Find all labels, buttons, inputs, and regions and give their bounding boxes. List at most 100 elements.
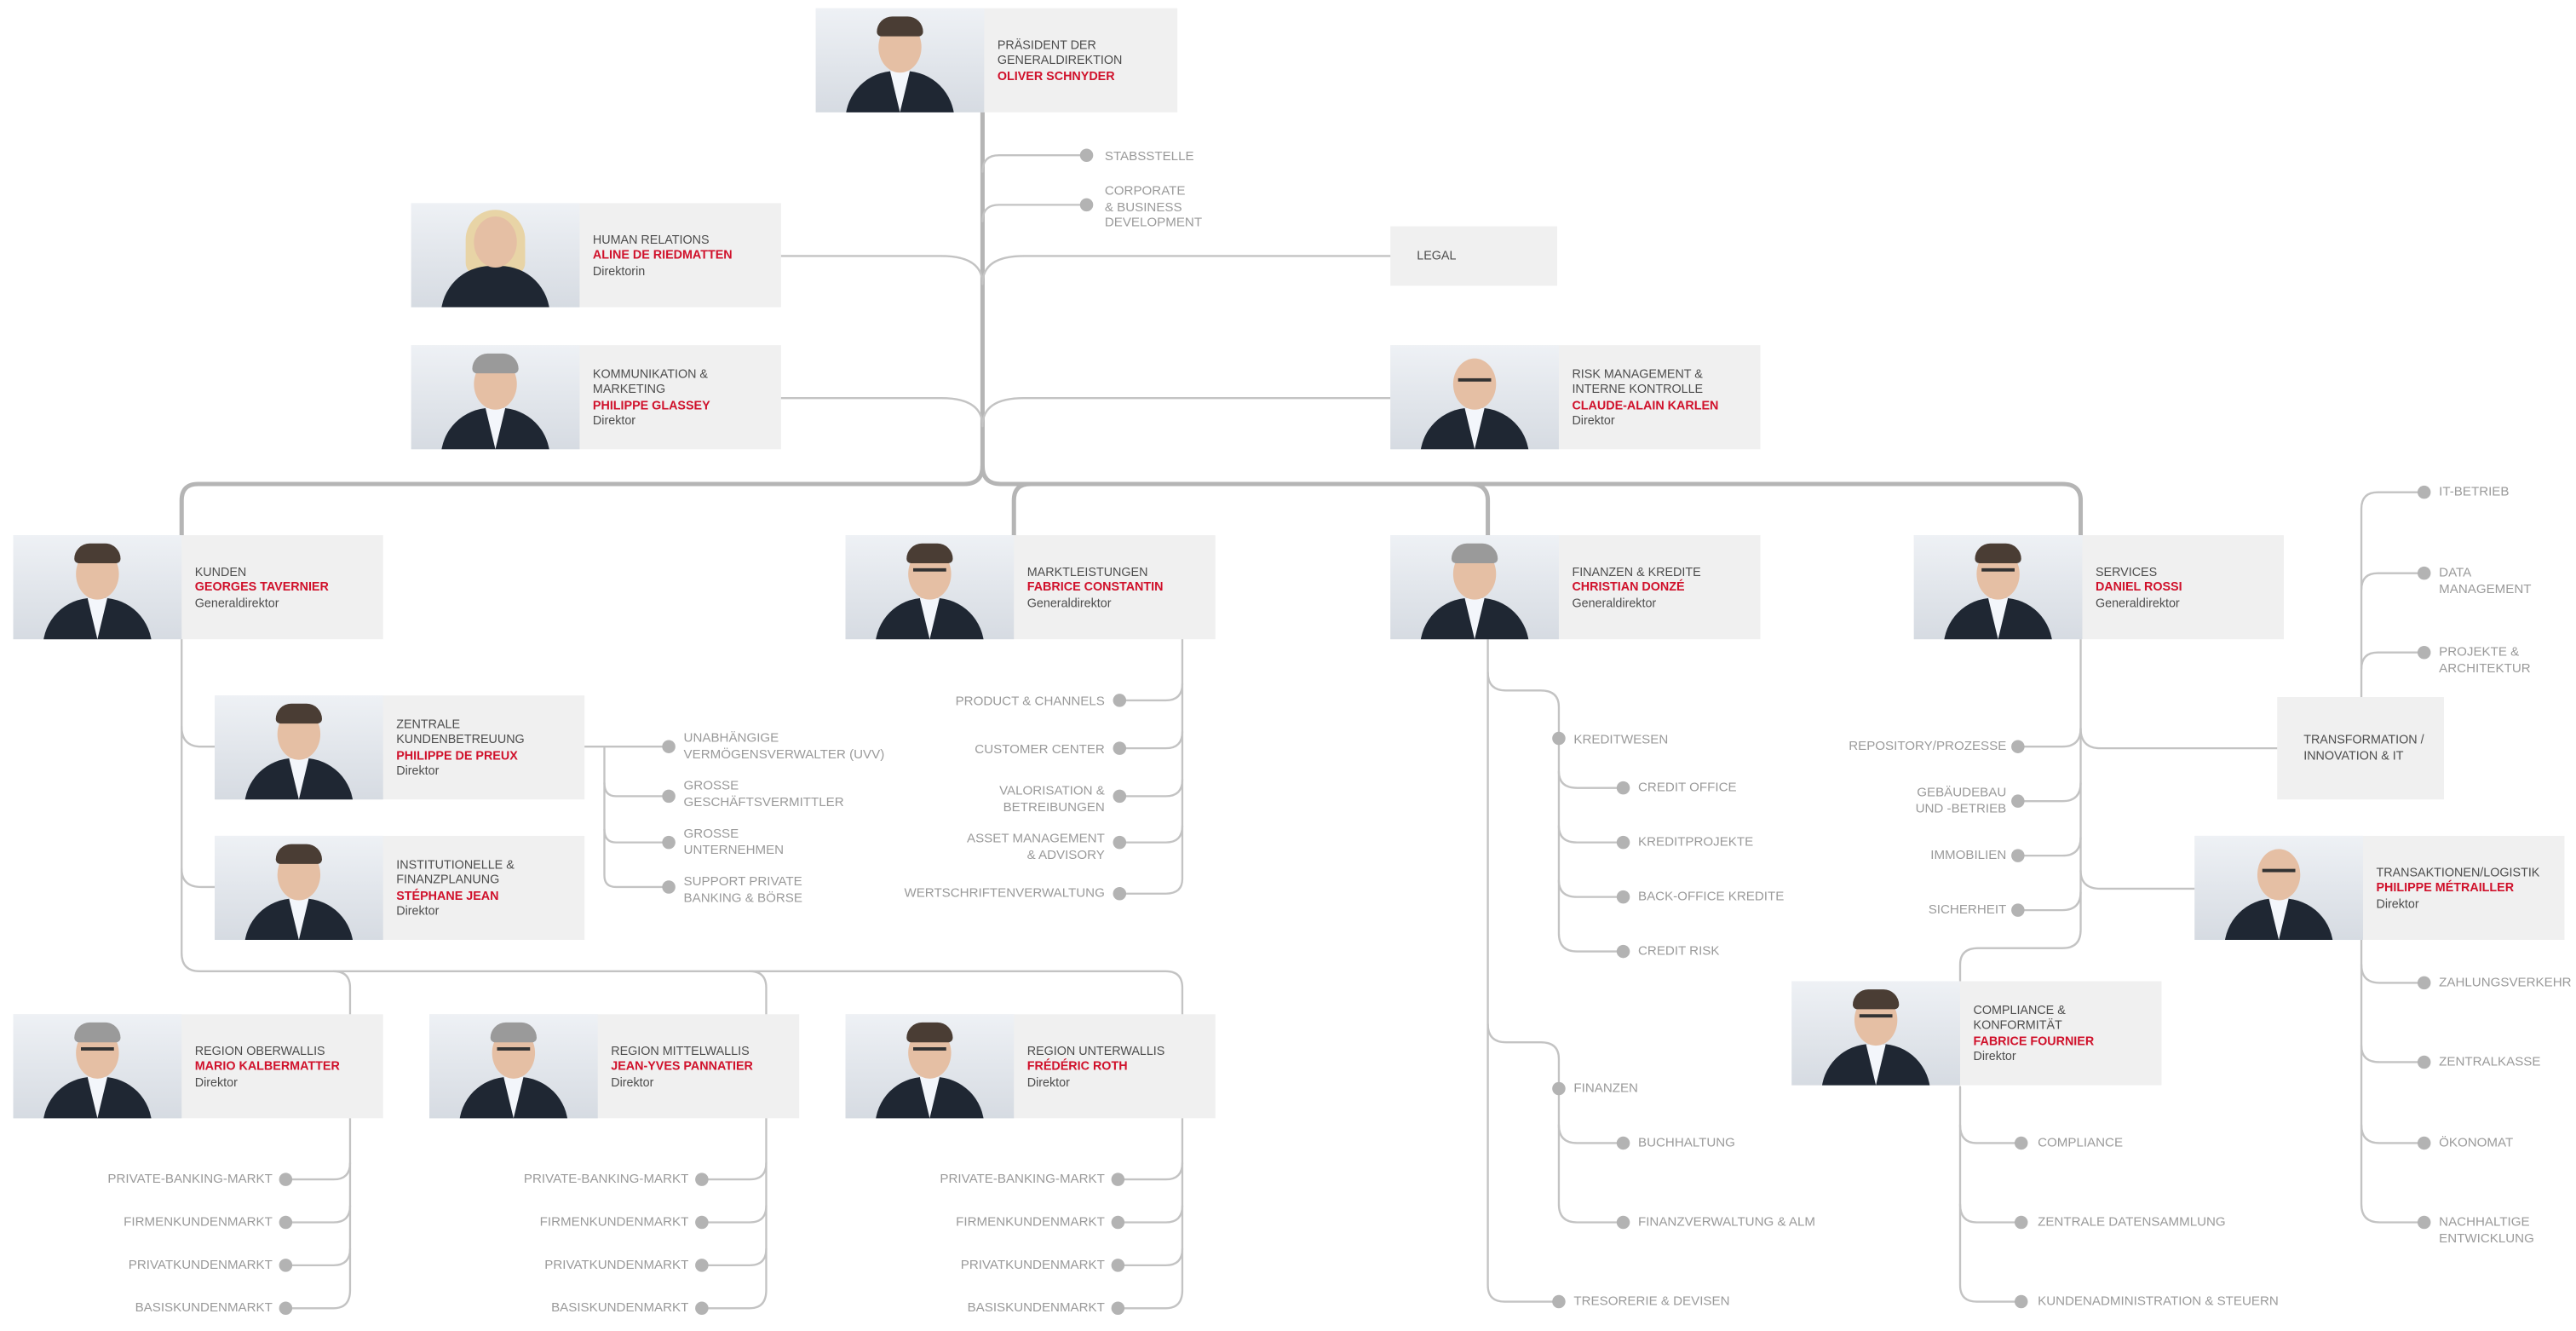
node-finanzen[interactable]: FINANZEN bbox=[1573, 1080, 1638, 1097]
node-dot bbox=[1113, 789, 1127, 804]
node-dot bbox=[1552, 731, 1566, 746]
node-dot bbox=[695, 1301, 709, 1316]
node-label: FINANZVERWALTUNG & ALM bbox=[1637, 1213, 1815, 1230]
box-transformation[interactable]: TRANSFORMATION / INNOVATION & IT bbox=[2277, 697, 2444, 800]
node-dot bbox=[2014, 1294, 2028, 1309]
node-kreditprojekte[interactable]: KREDITPROJEKTE bbox=[1638, 834, 1753, 850]
node-back-office-kredite[interactable]: BACK-OFFICE KREDITE bbox=[1638, 889, 1784, 905]
node-projekte-architektur[interactable]: PROJEKTE &ARCHITEKTUR bbox=[2439, 644, 2530, 676]
node-zentralkasse[interactable]: ZENTRALKASSE bbox=[2439, 1054, 2540, 1070]
node-label: IT-BETRIEB bbox=[2439, 483, 2510, 499]
card-person-name: STÉPHANE JEAN bbox=[396, 887, 499, 903]
node-label: & ADVISORY bbox=[1026, 846, 1105, 862]
node-label: ZENTRALKASSE bbox=[2439, 1053, 2541, 1069]
card-title: Generaldirektor bbox=[1572, 595, 1657, 610]
node-kundenadministration-steuern[interactable]: KUNDENADMINISTRATION & STEUERN bbox=[2038, 1294, 2279, 1310]
node-it-betrieb[interactable]: IT-BETRIEB bbox=[2439, 484, 2509, 500]
node-dot bbox=[695, 1173, 709, 1186]
node-immobilien[interactable]: IMMOBILIEN bbox=[1930, 847, 2006, 863]
node-oekonomat[interactable]: ÖKONOMAT bbox=[2439, 1135, 2513, 1151]
node-credit-risk[interactable]: CREDIT RISK bbox=[1638, 943, 1719, 959]
card-person-name: FABRICE CONSTANTIN bbox=[1026, 579, 1164, 595]
node-label: IMMOBILIEN bbox=[1930, 847, 2007, 862]
node-buchhaltung[interactable]: BUCHHALTUNG bbox=[1638, 1135, 1735, 1151]
node-wertschriftenverwaltung[interactable]: WERTSCHRIFTENVERWALTUNG bbox=[904, 885, 1104, 902]
node-kreditwesen[interactable]: KREDITWESEN bbox=[1573, 732, 1668, 748]
node-tresorerie-devisen[interactable]: TRESORERIE & DEVISEN bbox=[1573, 1294, 1729, 1310]
node-sicherheit[interactable]: SICHERHEIT bbox=[1929, 902, 2007, 918]
node-dot bbox=[1111, 1215, 1125, 1230]
card-person-name: FRÉDÉRIC ROTH bbox=[1026, 1058, 1128, 1074]
node-mittel-firmenkunden[interactable]: FIRMENKUNDENMARKT bbox=[540, 1214, 689, 1230]
card-role: SERVICES bbox=[2095, 563, 2158, 579]
card-title: Direktor bbox=[396, 903, 440, 919]
node-ober-privatkunden[interactable]: PRIVATKUNDENMARKT bbox=[129, 1257, 273, 1273]
node-mittel-private-banking[interactable]: PRIVATE-BANKING-MARKT bbox=[524, 1171, 688, 1187]
node-stabsstelle[interactable]: STABSSTELLE bbox=[1105, 148, 1194, 164]
card-title: Direktor bbox=[194, 1074, 238, 1090]
node-product-channels[interactable]: PRODUCT & CHANNELS bbox=[956, 694, 1105, 710]
node-dot bbox=[279, 1301, 293, 1316]
node-zentrale-datensammlung[interactable]: ZENTRALE DATENSAMMLUNG bbox=[2038, 1214, 2226, 1230]
node-dot bbox=[1616, 944, 1630, 959]
node-ober-firmenkunden[interactable]: FIRMENKUNDENMARKT bbox=[124, 1214, 273, 1230]
node-credit-office[interactable]: CREDIT OFFICE bbox=[1638, 780, 1737, 796]
node-label: PRIVATE-BANKING-MARKT bbox=[940, 1171, 1105, 1186]
portrait-photo bbox=[845, 1014, 1015, 1119]
node-repository-prozesse[interactable]: REPOSITORY/PROZESSE bbox=[1849, 739, 2006, 755]
node-label: UNABHÄNGIGE bbox=[683, 729, 779, 746]
node-unter-firmenkunden[interactable]: FIRMENKUNDENMARKT bbox=[956, 1214, 1105, 1230]
node-dot bbox=[2011, 740, 2025, 753]
node-mittel-privatkunden[interactable]: PRIVATKUNDENMARKT bbox=[544, 1257, 688, 1273]
node-customer-center[interactable]: CUSTOMER CENTER bbox=[975, 741, 1105, 758]
node-zahlungsverkehr[interactable]: ZAHLUNGSVERKEHR bbox=[2439, 975, 2571, 991]
node-dot bbox=[2417, 1136, 2431, 1150]
card-role: FINANZEN & KREDITE bbox=[1572, 563, 1701, 579]
node-finanzverwaltung-alm[interactable]: FINANZVERWALTUNG & ALM bbox=[1638, 1214, 1815, 1230]
card-title: Direktor bbox=[1572, 412, 1615, 429]
node-asset-management[interactable]: ASSET MANAGEMENT& ADVISORY bbox=[967, 831, 1105, 862]
node-ober-private-banking[interactable]: PRIVATE-BANKING-MARKT bbox=[107, 1171, 272, 1187]
node-valorisation[interactable]: VALORISATION &BETREIBUNGEN bbox=[999, 783, 1105, 815]
card-role: REGION MITTELWALLIS bbox=[611, 1042, 750, 1057]
portrait-photo bbox=[845, 535, 1015, 640]
node-compliance[interactable]: COMPLIANCE bbox=[2038, 1135, 2123, 1151]
card-person-name: ALINE DE RIEDMATTEN bbox=[592, 247, 733, 262]
node-dot bbox=[1113, 741, 1127, 755]
box-legal[interactable]: LEGAL bbox=[1390, 226, 1558, 286]
node-unter-private-banking[interactable]: PRIVATE-BANKING-MARKT bbox=[940, 1171, 1104, 1187]
card-person-name: PHILIPPE GLASSEY bbox=[592, 397, 710, 412]
node-label: BASISKUNDENMARKT bbox=[967, 1299, 1105, 1316]
node-dot bbox=[2011, 794, 2025, 808]
box-label: LEGAL bbox=[1417, 248, 1457, 263]
node-label: CREDIT OFFICE bbox=[1637, 779, 1737, 795]
node-unter-privatkunden[interactable]: PRIVATKUNDENMARKT bbox=[961, 1257, 1105, 1273]
node-dot bbox=[662, 740, 676, 753]
node-label: SUPPORT PRIVATE bbox=[683, 873, 802, 889]
node-dot bbox=[1111, 1259, 1125, 1272]
